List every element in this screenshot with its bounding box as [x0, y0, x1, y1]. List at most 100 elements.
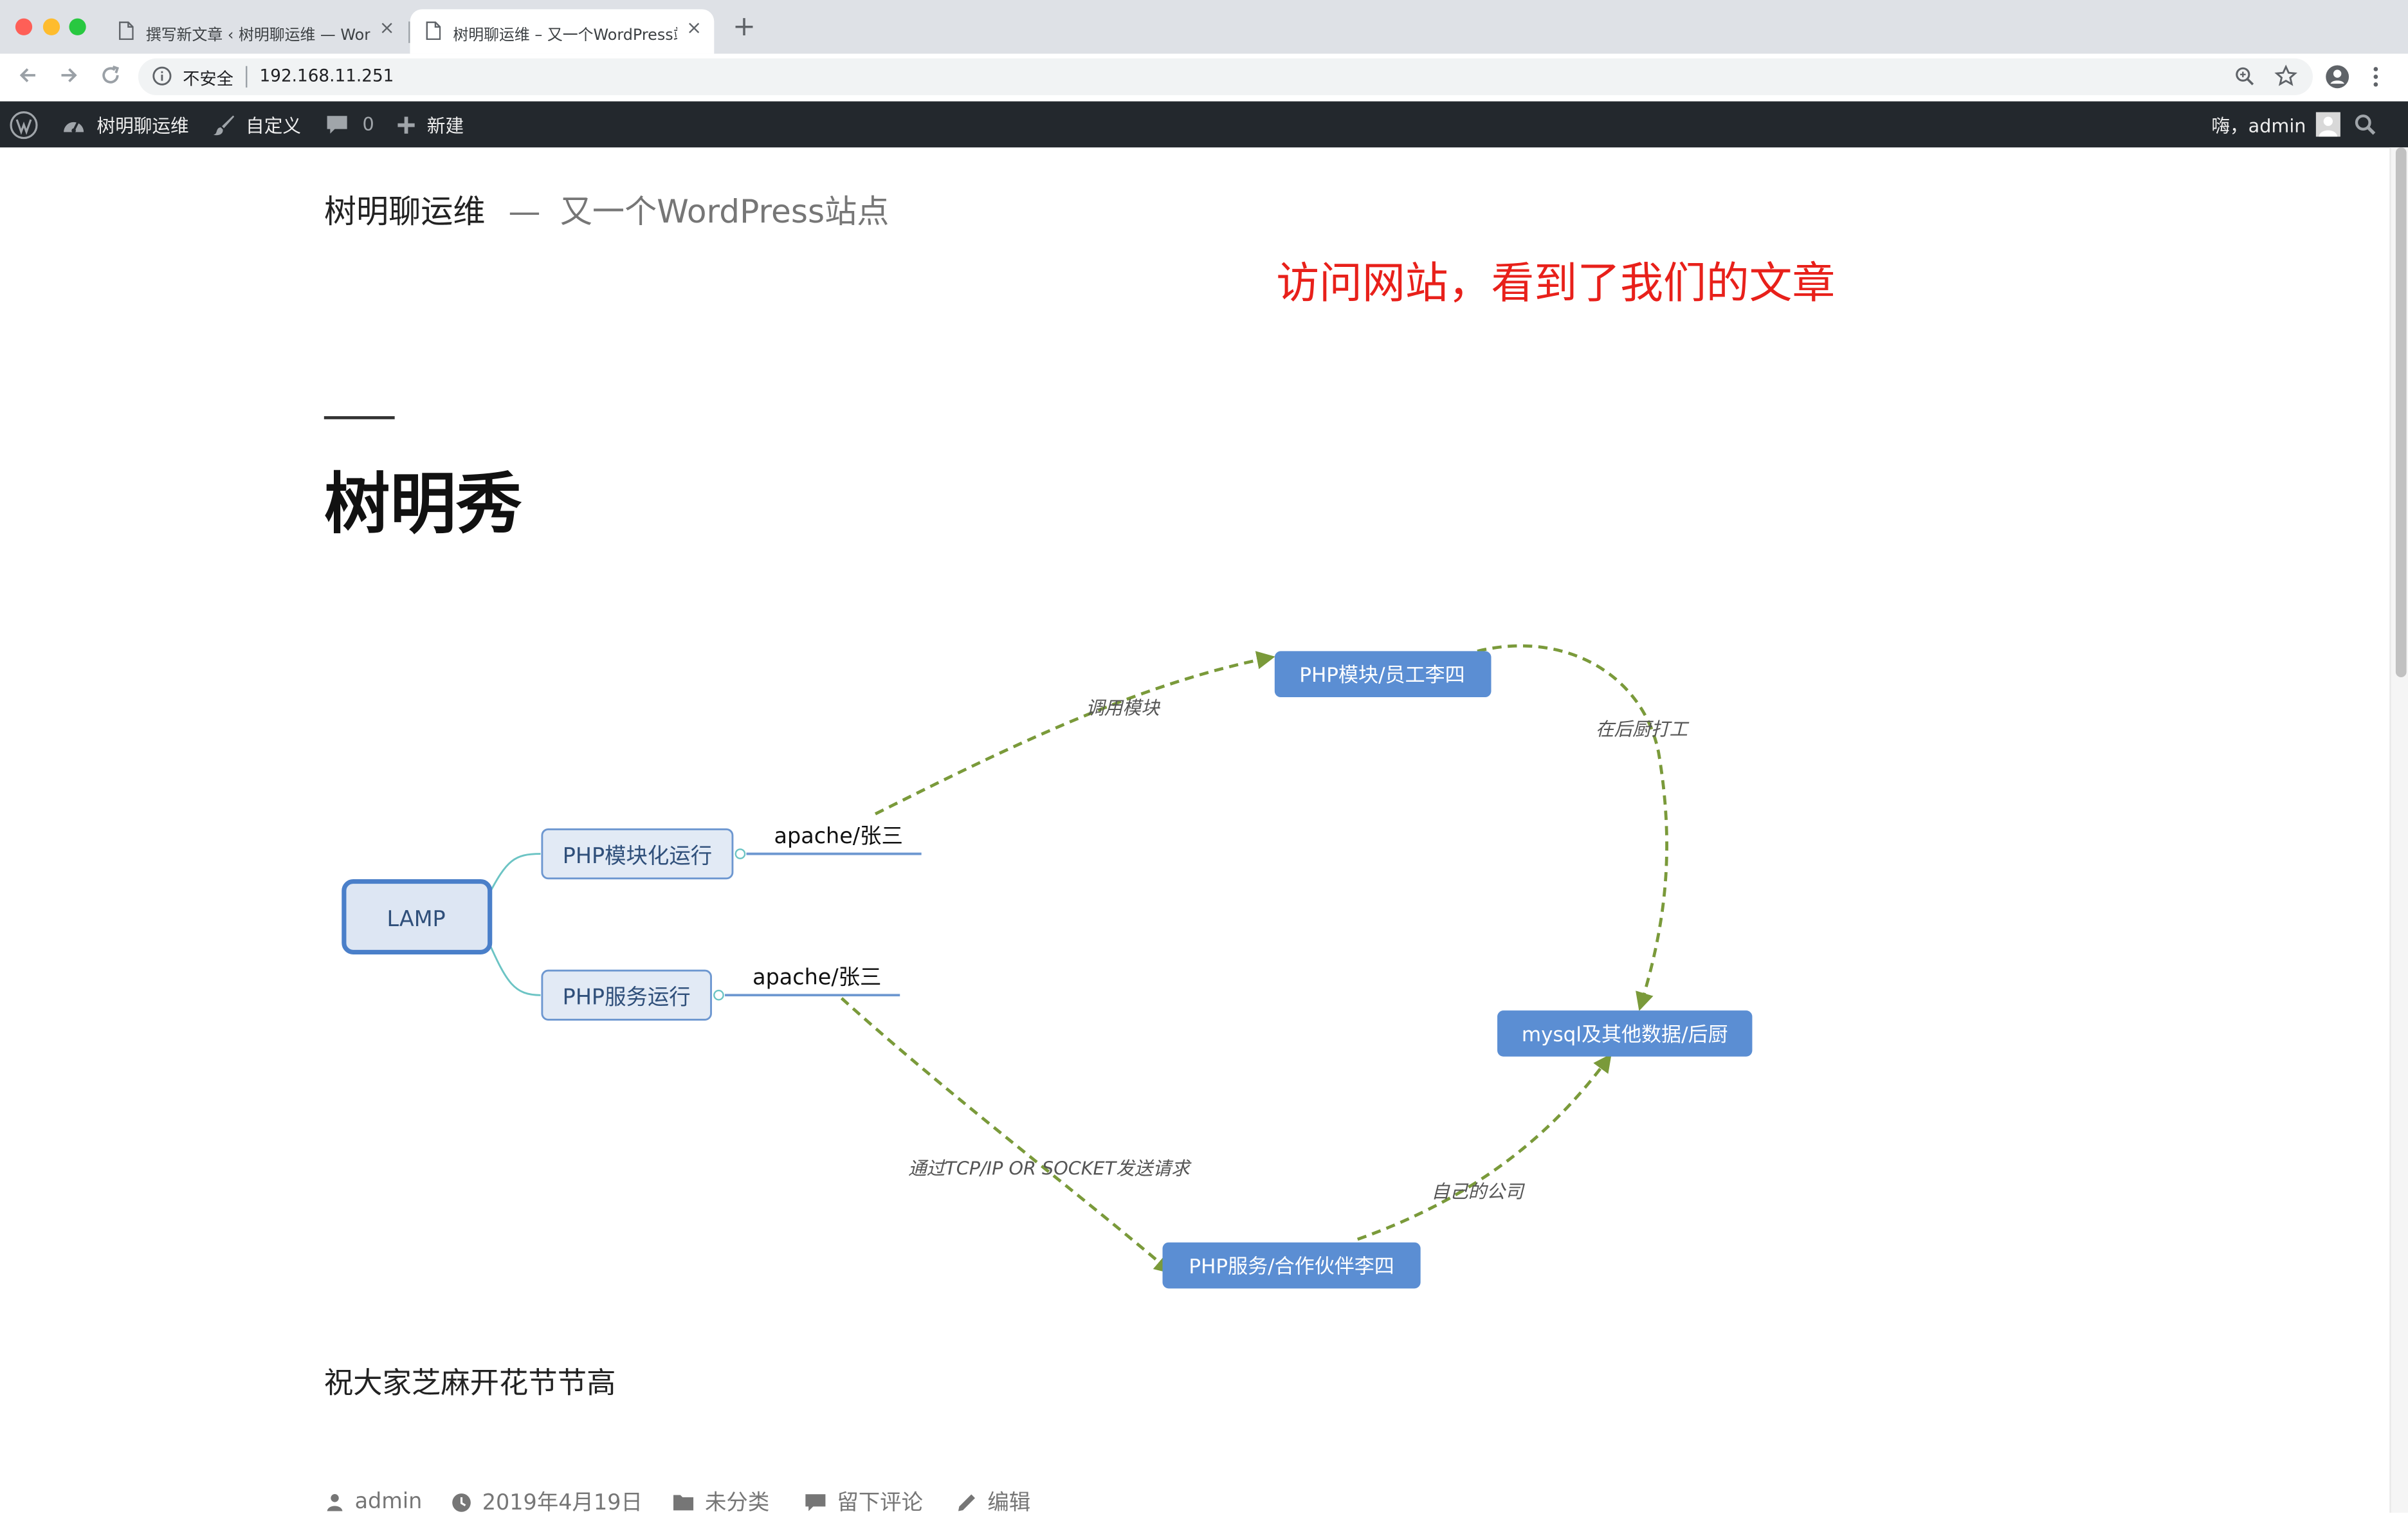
meta-category[interactable]: 未分类	[673, 1486, 769, 1513]
customize-label: 自定义	[246, 114, 302, 136]
comments-count: 0	[362, 113, 374, 136]
admin-site-name-link[interactable]: 树明聊运维	[62, 102, 189, 148]
close-window-button[interactable]	[15, 18, 33, 35]
meta-edit[interactable]: 编辑	[957, 1486, 1031, 1513]
zoom-window-button[interactable]	[69, 18, 86, 35]
branch-node	[541, 828, 734, 880]
user-icon	[327, 1494, 343, 1511]
tab-strip: 撰写新文章 ‹ 树明聊运维 — WordPress × 树明聊运维 – 又一个W…	[0, 0, 2408, 54]
root-connector	[488, 853, 541, 896]
wp-admin-bar: 树明聊运维 自定义 0 新建 嗨，admin	[0, 101, 2408, 148]
tab-compose-post[interactable]: 撰写新文章 ‹ 树明聊运维 — WordPress ×	[103, 9, 407, 53]
page-scrollbar[interactable]	[2389, 147, 2408, 1513]
customize-link[interactable]: 自定义	[212, 102, 302, 148]
branch-child-label: apache/张三	[774, 823, 903, 848]
new-tab-button[interactable]: +	[732, 10, 756, 43]
tab-title: 树明聊运维 – 又一个WordPress站点	[453, 27, 677, 45]
folder-icon	[673, 1495, 694, 1511]
address-separator	[246, 66, 248, 88]
admin-search-button[interactable]	[2354, 102, 2376, 148]
edge-label-own-company: 自己的公司	[1431, 1180, 1525, 1202]
more-menu-icon[interactable]	[2373, 66, 2379, 87]
new-label: 新建	[426, 114, 464, 136]
comments-link[interactable]: 0	[325, 102, 374, 148]
admin-site-name: 树明聊运维	[96, 114, 189, 136]
post-divider	[324, 416, 395, 419]
info-icon[interactable]	[152, 66, 172, 86]
user-avatar-icon	[2315, 112, 2340, 137]
pencil-icon	[958, 1493, 975, 1511]
arrow-send-request	[840, 997, 1173, 1274]
close-tab-icon[interactable]: ×	[686, 17, 702, 39]
root-node-label: LAMP	[387, 906, 445, 931]
branch-node-label: PHP服务运行	[563, 985, 691, 1010]
greeting-text: 嗨，admin	[2211, 114, 2306, 136]
scrollbar-thumb[interactable]	[2395, 147, 2407, 677]
meta-author[interactable]: admin	[325, 1486, 422, 1513]
minimize-window-button[interactable]	[42, 18, 60, 35]
branch-node-label: PHP模块化运行	[563, 843, 712, 868]
meta-edit-text: 编辑	[987, 1491, 1031, 1513]
bookmark-star-icon[interactable]	[2274, 64, 2297, 87]
comment-icon	[805, 1493, 826, 1511]
meta-comment[interactable]: 留下评论	[805, 1486, 923, 1513]
plus-icon	[397, 116, 415, 133]
dashboard-icon	[64, 120, 84, 133]
root-connector	[487, 941, 541, 996]
paintbrush-icon	[213, 114, 235, 135]
search-icon	[2355, 114, 2376, 135]
edge-label-send-request: 通过TCP/IP OR SOCKET发送请求	[908, 1158, 1192, 1180]
comment-bubble-icon	[327, 116, 347, 134]
site-description: — 又一个WordPress站点	[508, 187, 889, 233]
tab-separator	[408, 21, 410, 43]
meta-comment-text: 留下评论	[837, 1491, 924, 1513]
node-service-partner	[1162, 1242, 1421, 1289]
browser-toolbar: 不安全 192.168.11.251	[0, 53, 2408, 103]
arrow-call-module	[874, 651, 1275, 816]
node-mysql-label: mysql及其他数据/后厨	[1522, 1023, 1728, 1046]
title-separator: —	[508, 193, 541, 231]
edge-label-kitchen-work: 在后厨打工	[1596, 718, 1690, 740]
reload-icon[interactable]	[100, 64, 121, 86]
branch-node	[541, 969, 712, 1021]
zoom-icon[interactable]	[2234, 66, 2254, 86]
tab-title: 撰写新文章 ‹ 树明聊运维 — WordPress	[145, 27, 370, 45]
node-module-worker	[1274, 651, 1491, 698]
annotation-note: 访问网站，看到了我们的文章	[1276, 258, 1836, 309]
page-icon	[426, 21, 441, 41]
post-title[interactable]: 树明秀	[324, 466, 522, 544]
new-content-link[interactable]: 新建	[396, 102, 464, 148]
arrow-kitchen-work	[1477, 644, 1668, 1011]
address-bar[interactable]: 不安全 192.168.11.251	[138, 58, 2313, 96]
site-title-link[interactable]: 树明聊运维	[324, 193, 486, 231]
meta-author-text: admin	[354, 1490, 423, 1513]
arrow-own-company	[1356, 1053, 1612, 1241]
collapse-handle[interactable]	[734, 848, 746, 859]
back-icon[interactable]	[17, 64, 38, 86]
close-tab-icon[interactable]: ×	[379, 17, 395, 39]
node-mysql	[1497, 1010, 1753, 1057]
meta-date[interactable]: 2019年4月19日	[452, 1486, 643, 1513]
branch-child-label: apache/张三	[752, 965, 881, 990]
meta-category-text: 未分类	[704, 1491, 770, 1513]
wordpress-logo-button[interactable]	[9, 102, 38, 148]
forward-icon[interactable]	[59, 64, 80, 86]
post-body-text: 祝大家芝麻开花节节高	[324, 1367, 616, 1401]
node-module-worker-label: PHP模块/员工李四	[1299, 664, 1464, 687]
node-service-partner-label: PHP服务/合作伙伴李四	[1189, 1255, 1394, 1278]
meta-date-text: 2019年4月19日	[482, 1491, 643, 1513]
root-node	[342, 879, 493, 954]
profile-avatar-icon[interactable]	[2325, 64, 2349, 89]
my-account-link[interactable]: 嗨，admin	[2211, 102, 2340, 148]
wordpress-logo-icon	[10, 110, 38, 138]
site-tagline: 又一个WordPress站点	[560, 193, 889, 231]
url-text[interactable]: 192.168.11.251	[259, 66, 394, 86]
collapse-handle[interactable]	[713, 989, 724, 1001]
clock-icon	[452, 1492, 471, 1511]
edge-label-call-module: 调用模块	[1086, 697, 1161, 718]
page-icon	[119, 21, 134, 41]
tab-site-home[interactable]: 树明聊运维 – 又一个WordPress站点 ×	[410, 9, 715, 54]
security-label: 不安全	[183, 69, 233, 89]
